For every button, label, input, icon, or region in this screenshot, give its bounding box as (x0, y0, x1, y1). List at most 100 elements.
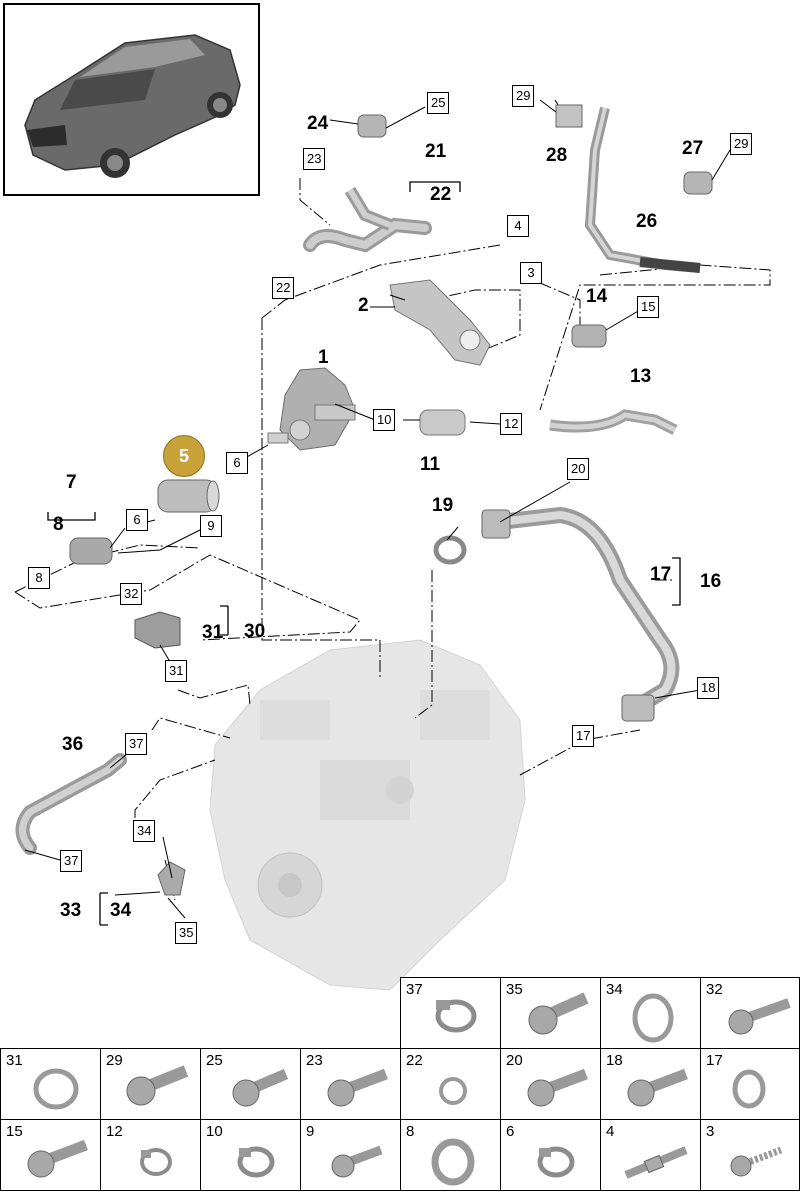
bolt-icon (331, 1145, 383, 1178)
hose-clamp-icon (237, 1146, 275, 1178)
cell-number: 17 (706, 1052, 723, 1069)
cell-number: 12 (106, 1123, 123, 1140)
table-cell-20[interactable]: 20 (500, 1048, 601, 1120)
bolt-icon (527, 1068, 588, 1107)
callout-7[interactable]: 7 (66, 472, 77, 493)
seal-ring-icon (732, 1069, 766, 1109)
cell-number: 32 (706, 981, 723, 998)
callout-35[interactable]: 35 (175, 922, 198, 944)
table-cell-22[interactable]: 22 (400, 1048, 501, 1120)
table-cell-31[interactable]: 31 (0, 1048, 101, 1120)
callout-34-bold[interactable]: 34 (110, 900, 132, 921)
seal-ring-icon (632, 993, 674, 1043)
callout-37-top[interactable]: 37 (125, 733, 148, 755)
callout-34-box[interactable]: 34 (133, 820, 156, 842)
engine-block (209, 639, 526, 991)
table-cell-29[interactable]: 29 (100, 1048, 201, 1120)
callout-22-bold[interactable]: 22 (430, 184, 452, 205)
callout-12[interactable]: 12 (500, 413, 523, 435)
screw-icon (730, 1146, 783, 1177)
table-cell-10[interactable]: 10 (200, 1119, 301, 1191)
table-cell-17[interactable]: 17 (700, 1048, 800, 1120)
table-cell-9[interactable]: 9 (300, 1119, 401, 1191)
cell-number: 18 (606, 1052, 623, 1069)
callout-23[interactable]: 23 (303, 148, 326, 170)
sleeve-part-5 (157, 479, 220, 513)
table-cell-6[interactable]: 6 (500, 1119, 601, 1191)
callout-28[interactable]: 28 (546, 145, 568, 166)
callout-29-top[interactable]: 29 (512, 85, 535, 107)
callout-37-bottom[interactable]: 37 (60, 850, 83, 872)
callout-14[interactable]: 14 (586, 286, 608, 307)
cell-number: 8 (406, 1123, 415, 1140)
cell-number: 34 (606, 981, 623, 998)
callout-31-box[interactable]: 31 (165, 660, 188, 682)
callout-3[interactable]: 3 (520, 262, 542, 284)
callout-4[interactable]: 4 (507, 215, 529, 237)
highlighted-part-badge[interactable]: 5 (163, 435, 205, 477)
stud-icon (624, 1146, 688, 1179)
table-cell-35[interactable]: 35 (500, 977, 601, 1049)
table-cell-37[interactable]: 37 (400, 977, 501, 1049)
callout-1[interactable]: 1 (318, 347, 329, 368)
table-cell-32[interactable]: 32 (700, 977, 800, 1049)
callout-2[interactable]: 2 (358, 295, 369, 316)
callout-33[interactable]: 33 (60, 900, 82, 921)
callout-22-box[interactable]: 22 (272, 277, 295, 299)
callout-32[interactable]: 32 (120, 583, 143, 605)
callout-6-right[interactable]: 6 (226, 452, 248, 474)
bolt-icon (627, 1068, 688, 1107)
hose-clamp-icon (435, 999, 477, 1033)
bolt-icon (728, 998, 791, 1035)
callout-17-bold[interactable]: 17 (650, 564, 672, 585)
callout-16[interactable]: 16 (700, 571, 722, 592)
cell-number: 29 (106, 1052, 123, 1069)
callout-25[interactable]: 25 (427, 92, 450, 114)
cell-number: 4 (606, 1123, 615, 1140)
callout-20[interactable]: 20 (567, 458, 590, 480)
table-cell-23[interactable]: 23 (300, 1048, 401, 1120)
bolt-icon (232, 1068, 289, 1107)
table-cell-3[interactable]: 3 (700, 1119, 800, 1191)
table-cell-18[interactable]: 18 (600, 1048, 701, 1120)
cell-number: 25 (206, 1052, 223, 1069)
table-cell-12[interactable]: 12 (100, 1119, 201, 1191)
cell-number: 9 (306, 1123, 315, 1140)
seal-ring-icon (439, 1077, 467, 1105)
table-cell-4[interactable]: 4 (600, 1119, 701, 1191)
callout-29-right[interactable]: 29 (730, 133, 753, 155)
callout-30[interactable]: 30 (244, 621, 266, 642)
callout-31-bold[interactable]: 31 (202, 622, 224, 643)
cell-number: 15 (6, 1123, 23, 1140)
table-cell-34[interactable]: 34 (600, 977, 701, 1049)
seal-ring-icon (33, 1068, 79, 1110)
car-icon (24, 34, 241, 178)
seal-ring-icon (431, 1138, 475, 1186)
callout-24[interactable]: 24 (307, 113, 329, 134)
hose-clamp-icon (537, 1146, 575, 1178)
hose-clamp-icon (140, 1148, 172, 1176)
cell-number: 22 (406, 1052, 423, 1069)
callout-10[interactable]: 10 (373, 409, 396, 431)
callout-6-left[interactable]: 6 (126, 509, 148, 531)
callout-26[interactable]: 26 (636, 211, 658, 232)
callout-36[interactable]: 36 (62, 734, 84, 755)
table-cell-8[interactable]: 8 (400, 1119, 501, 1191)
bolt-icon (27, 1139, 88, 1178)
callout-21[interactable]: 21 (425, 141, 447, 162)
callout-18[interactable]: 18 (697, 677, 720, 699)
callout-11[interactable]: 11 (420, 454, 441, 475)
callout-19[interactable]: 19 (432, 495, 454, 516)
callout-8-bold[interactable]: 8 (53, 514, 64, 535)
callout-17-box[interactable]: 17 (572, 725, 595, 747)
callout-27[interactable]: 27 (682, 138, 704, 159)
callout-15[interactable]: 15 (637, 296, 660, 318)
table-cell-15[interactable]: 15 (0, 1119, 101, 1191)
bolt-icon (126, 1065, 189, 1106)
table-cell-25[interactable]: 25 (200, 1048, 301, 1120)
callout-9[interactable]: 9 (200, 515, 222, 537)
callout-13[interactable]: 13 (630, 366, 652, 387)
callout-8-box[interactable]: 8 (28, 567, 50, 589)
